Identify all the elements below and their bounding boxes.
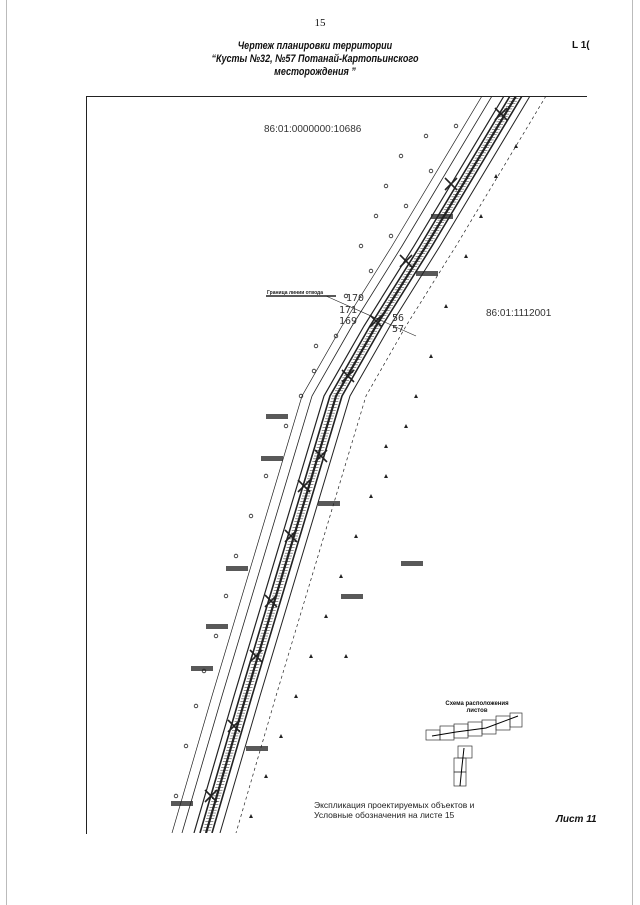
point-marker bbox=[373, 213, 379, 219]
point-label-57: 57 bbox=[392, 324, 404, 335]
point-marker bbox=[298, 393, 304, 399]
cross-marker bbox=[494, 107, 508, 121]
cross-marker bbox=[227, 719, 241, 733]
triangle-marker bbox=[494, 174, 498, 178]
title-line-1: Чертеж планировки территории bbox=[237, 40, 393, 52]
cross-marker bbox=[297, 479, 311, 493]
triangle-marker bbox=[444, 304, 448, 308]
point-marker bbox=[388, 233, 394, 239]
callout-label-mark bbox=[226, 566, 248, 571]
sheet-label: Лист 11 bbox=[556, 814, 597, 825]
triangle-marker bbox=[404, 424, 408, 428]
point-marker bbox=[403, 203, 409, 209]
corner-stamp: L 1( bbox=[572, 40, 590, 51]
triangle-marker bbox=[264, 774, 268, 778]
triangle-marker bbox=[429, 354, 433, 358]
point-marker bbox=[201, 668, 207, 674]
triangle-marker bbox=[384, 474, 388, 478]
dots-layer bbox=[173, 123, 459, 799]
page-edge-left bbox=[6, 0, 7, 905]
triangle-marker bbox=[369, 494, 373, 498]
point-marker bbox=[183, 743, 189, 749]
point-marker bbox=[333, 333, 339, 339]
callout-label-mark bbox=[206, 624, 228, 629]
triangle-marker bbox=[464, 254, 468, 258]
cross-marker bbox=[341, 369, 355, 383]
cadastral-left-label: 86:01:0000000:10686 bbox=[264, 124, 362, 135]
title-line-2: “Кусты №32, №57 Потанай-Картопьинского м… bbox=[211, 53, 419, 78]
triangle-marker bbox=[294, 694, 298, 698]
triangle-marker bbox=[479, 214, 483, 218]
point-marker bbox=[453, 123, 459, 129]
callout-label-mark bbox=[261, 456, 283, 461]
callout-label-mark bbox=[341, 594, 363, 599]
cross-marker bbox=[204, 789, 218, 803]
point-marker bbox=[223, 593, 229, 599]
point-label-171: 171 bbox=[339, 305, 357, 316]
point-marker bbox=[343, 293, 349, 299]
map-frame bbox=[86, 96, 587, 834]
page-number: 15 bbox=[314, 17, 326, 29]
point-label-169: 169 bbox=[339, 316, 357, 327]
point-marker bbox=[248, 513, 254, 519]
callout-label-mark bbox=[416, 271, 438, 276]
callout-label-mark bbox=[318, 501, 340, 506]
sheet-layout-scheme bbox=[425, 712, 523, 787]
triangle-marker bbox=[354, 534, 358, 538]
point-marker bbox=[428, 168, 434, 174]
triangle-marker bbox=[309, 654, 313, 658]
triangles-layer bbox=[249, 144, 518, 818]
point-label-56: 56 bbox=[392, 313, 404, 324]
callout-label-mark bbox=[246, 746, 268, 751]
cadastral-right-label: 86:01:1112001 bbox=[486, 308, 552, 319]
point-marker bbox=[173, 793, 179, 799]
scheme-title: Схема расположения листов bbox=[432, 701, 522, 715]
cross-marker bbox=[284, 529, 298, 543]
legend-note: Экспликация проектируемых объектов и Усл… bbox=[314, 800, 474, 820]
point-marker bbox=[263, 473, 269, 479]
point-marker bbox=[423, 133, 429, 139]
cross-marker bbox=[399, 254, 413, 268]
triangle-marker bbox=[324, 614, 328, 618]
point-marker bbox=[383, 183, 389, 189]
point-marker bbox=[311, 368, 317, 374]
cross-marker bbox=[444, 177, 458, 191]
legend-note-line-2: Условные обозначения на листе 15 bbox=[314, 810, 455, 820]
point-marker bbox=[398, 153, 404, 159]
triangle-marker bbox=[344, 654, 348, 658]
cross-marker bbox=[249, 649, 263, 663]
drawing-title: Чертеж планировки территории “Кусты №32,… bbox=[180, 40, 451, 79]
point-marker bbox=[193, 703, 199, 709]
triangle-marker bbox=[249, 814, 253, 818]
point-marker bbox=[213, 633, 219, 639]
cross-marker bbox=[314, 449, 328, 463]
callout-label-mark bbox=[191, 666, 213, 671]
callout-label-mark bbox=[266, 414, 288, 419]
point-marker bbox=[233, 553, 239, 559]
point-marker bbox=[368, 268, 374, 274]
triangle-marker bbox=[514, 144, 518, 148]
point-marker bbox=[358, 243, 364, 249]
page-edge-right bbox=[632, 0, 633, 905]
corridor bbox=[171, 96, 547, 833]
triangle-marker bbox=[339, 574, 343, 578]
cross-marker bbox=[369, 314, 383, 328]
scheme-title-line-1: Схема расположения bbox=[445, 701, 509, 707]
point-marker bbox=[283, 423, 289, 429]
callout-label-mark bbox=[431, 214, 453, 219]
triangle-marker bbox=[414, 394, 418, 398]
callout-label-mark bbox=[171, 801, 193, 806]
planning-map: 86:01:0000000:10686 86:01:1112001 Границ… bbox=[171, 96, 552, 833]
cross-marker bbox=[264, 594, 278, 608]
point-marker bbox=[313, 343, 319, 349]
triangle-marker bbox=[279, 734, 283, 738]
point-label-170: 170 bbox=[346, 293, 364, 304]
legend-note-line-1: Экспликация проектируемых объектов и bbox=[314, 800, 475, 810]
triangle-marker bbox=[384, 444, 388, 448]
callout-label-mark bbox=[401, 561, 423, 566]
scheme-title-line-2: листов bbox=[466, 708, 488, 714]
boundary-label: Граница линии отвода bbox=[267, 290, 323, 296]
boundary-line bbox=[325, 295, 417, 337]
